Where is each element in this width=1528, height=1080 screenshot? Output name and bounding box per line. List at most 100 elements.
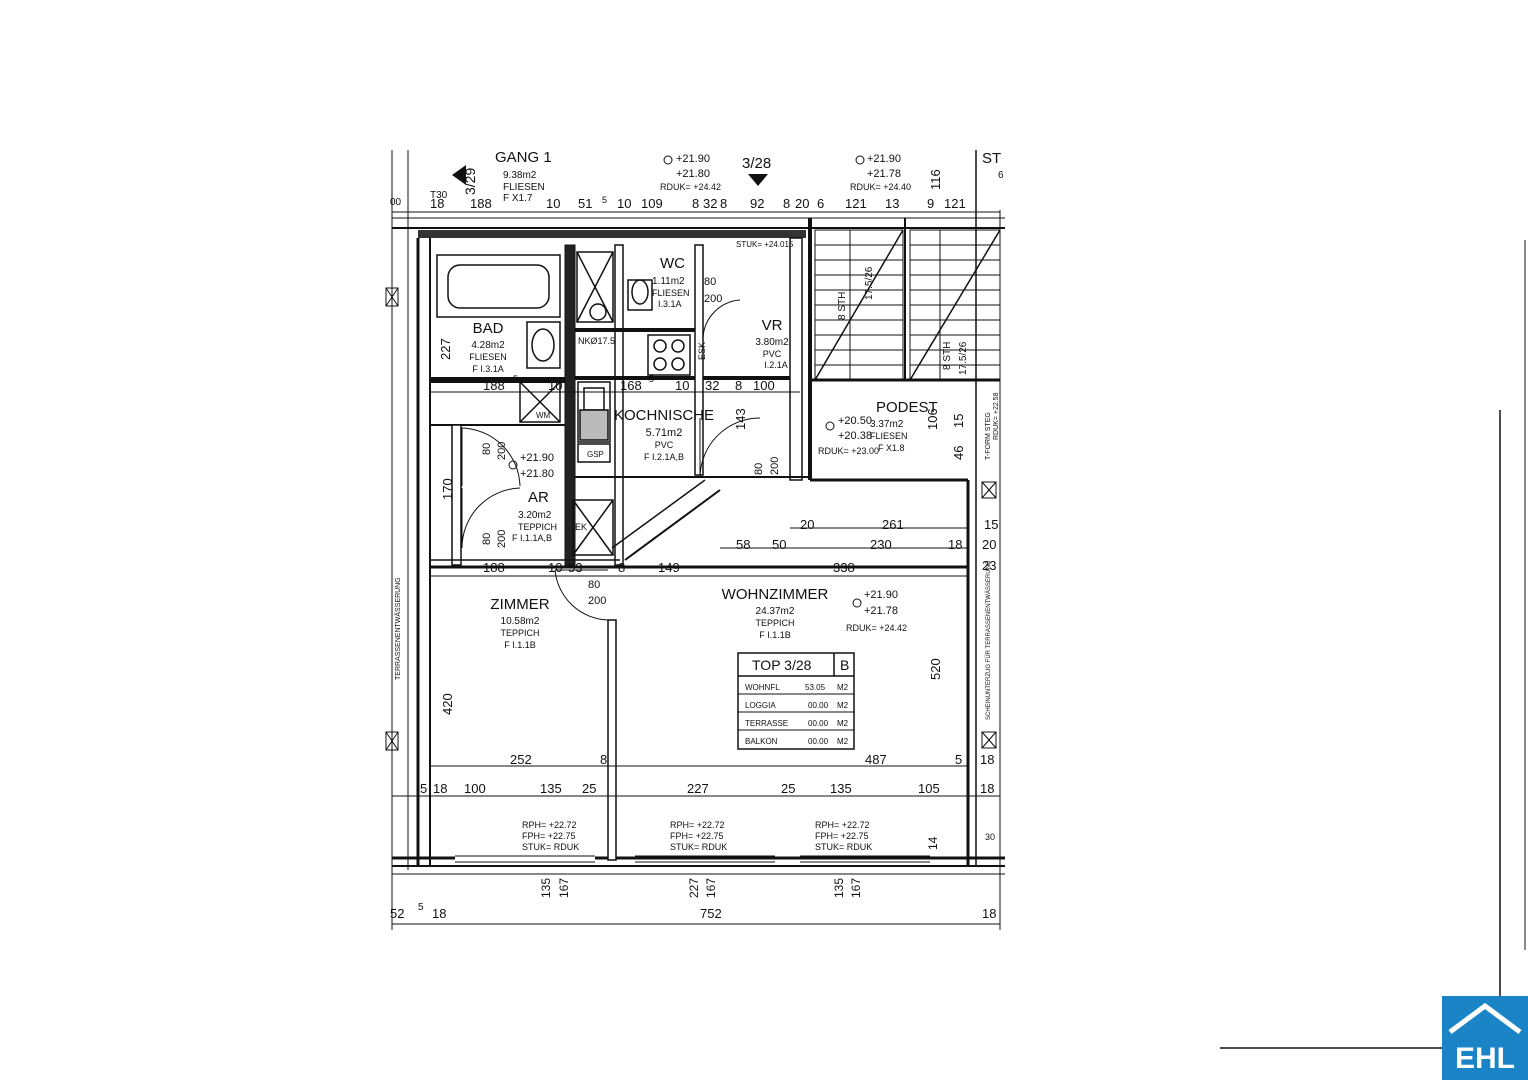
svg-text:5: 5 (513, 374, 518, 384)
svg-text:168: 168 (620, 378, 642, 393)
gang-code: F X1.7 (503, 193, 533, 204)
room-kochnische: KOCHNISCHE 5.71m2 PVC F I.2.1A,B (614, 407, 714, 462)
svg-text:RPH= +22.72: RPH= +22.72 (670, 820, 725, 830)
svg-text:252: 252 (510, 752, 532, 767)
rduk2: RDUK= +24.40 (850, 182, 911, 192)
room-name: WC (660, 255, 685, 272)
svg-text:5: 5 (418, 902, 424, 913)
svg-text:8: 8 (600, 752, 607, 767)
gang-label: GANG 1 (495, 149, 552, 166)
svg-text:261: 261 (882, 517, 904, 532)
rduk-vertical: RDUK= +22.58 (993, 392, 1000, 440)
svg-text:STUK= RDUK: STUK= RDUK (815, 842, 872, 852)
svg-text:167: 167 (704, 878, 718, 898)
level-value: +21.80 (520, 468, 554, 480)
room-area: 1.11m2 (652, 276, 685, 287)
svg-text:10: 10 (548, 560, 562, 575)
room-name: ZIMMER (490, 596, 549, 613)
level-value: +21.78 (864, 605, 898, 617)
svg-text:20: 20 (982, 537, 996, 552)
svg-text:10: 10 (675, 378, 689, 393)
dim-top: 92 (750, 196, 764, 211)
dim-top: 121 (944, 196, 966, 211)
svg-text:5: 5 (955, 752, 962, 767)
svg-text:20: 20 (800, 517, 814, 532)
interior-walls (430, 218, 1000, 861)
svg-text:STUK= RDUK: STUK= RDUK (522, 842, 579, 852)
svg-text:FPH= +22.75: FPH= +22.75 (815, 831, 869, 841)
room-area: 5.71m2 (646, 427, 683, 439)
level-value: +21.90 (520, 452, 554, 464)
svg-text:200: 200 (769, 457, 781, 475)
room-code: I.3.1A (658, 299, 682, 309)
svg-text:23: 23 (982, 558, 996, 573)
svg-text:200: 200 (496, 530, 508, 548)
dim-227: 227 (438, 338, 453, 360)
room-code: F I.3.1A (472, 364, 504, 374)
dim-116: 116 (928, 169, 943, 190)
window-levels: RPH= +22.72 FPH= +22.75 STUK= RDUK RPH= … (522, 820, 995, 852)
dim-top: 10 (546, 196, 560, 211)
room-floor: TEPPICH (518, 522, 557, 532)
staircase (814, 229, 1001, 381)
washbasin-icon (526, 321, 561, 369)
svg-text:188: 188 (483, 560, 505, 575)
svg-text:135: 135 (832, 878, 846, 898)
unit-left-label: 3/29 (462, 168, 478, 195)
svg-text:10: 10 (548, 378, 562, 393)
room-code: I.2.1A (764, 360, 788, 370)
svg-text:FPH= +22.75: FPH= +22.75 (522, 831, 576, 841)
wm-label: WM (536, 411, 551, 420)
rduk-value: RDUK= +24.42 (846, 623, 907, 633)
svg-text:135: 135 (540, 781, 562, 796)
dim-top: 8 (783, 196, 790, 211)
door-dims: 80 200 80 200 80 200 80 200 (481, 276, 781, 548)
dim-row-3: 58 50 230 18 20 20 261 15 23 (736, 517, 998, 573)
dim-top: 5 (602, 195, 607, 205)
room-name: WOHNZIMMER (722, 586, 829, 603)
dim-top: 121 (845, 196, 867, 211)
level1-b: +21.80 (676, 168, 710, 180)
dishwasher-icon (577, 443, 611, 463)
svg-text:TERRASSE: TERRASSE (745, 719, 788, 728)
dim-row-4: 252 8 487 5 18 (510, 752, 994, 767)
summary-badge: B (840, 657, 849, 673)
svg-text:135: 135 (830, 781, 852, 796)
room-area: 10.58m2 (501, 616, 540, 627)
dim-row-1: 188 5 10 168 5 10 32 8 100 (483, 374, 775, 393)
header-annotations: 3/29 GANG 1 9.38m2 FLIESEN F X1.7 T30 00… (390, 149, 1004, 249)
svg-text:58: 58 (736, 537, 750, 552)
svg-text:188: 188 (483, 378, 505, 393)
washing-machine-icon (519, 381, 561, 423)
svg-text:RPH= +22.72: RPH= +22.72 (522, 820, 577, 830)
room-wc: WC 1.11m2 FLIESEN I.3.1A (652, 255, 690, 309)
svg-text:5: 5 (649, 374, 654, 384)
dim-00: 00 (390, 197, 402, 208)
room-name: BAD (473, 320, 504, 337)
svg-text:18: 18 (980, 781, 994, 796)
level1-a: +21.90 (676, 153, 710, 165)
room-area: 3.20m2 (518, 510, 552, 521)
svg-text:50: 50 (772, 537, 786, 552)
svg-text:18: 18 (432, 906, 446, 921)
stuk-label: STUK= +24.015 (736, 240, 794, 249)
room-code: F I.1.1B (759, 630, 791, 640)
door-swings (461, 299, 761, 621)
room-floor: PVC (655, 440, 674, 450)
room-ar: +21.90 +21.80 AR 3.20m2 TEPPICH F I.1.1A… (508, 452, 557, 543)
svg-text:53.05: 53.05 (805, 683, 826, 692)
room-code: F I.1.1A,B (512, 533, 552, 543)
room-name: PODEST (876, 399, 938, 416)
svg-text:338: 338 (833, 560, 855, 575)
svg-text:STUK= RDUK: STUK= RDUK (670, 842, 727, 852)
stair-text: 8 STH (837, 292, 848, 320)
bathtub-icon (436, 254, 561, 318)
svg-text:752: 752 (700, 906, 722, 921)
svg-text:80: 80 (588, 579, 600, 591)
svg-text:18: 18 (980, 752, 994, 767)
room-podest: PODEST 3.37m2 FLIESEN F X1.8 +20.50 +20.… (818, 399, 938, 456)
sill-dims: 135 167 227 167 135 167 (539, 878, 863, 898)
level-value: +20.38 (838, 430, 872, 442)
room-name: VR (762, 317, 783, 334)
